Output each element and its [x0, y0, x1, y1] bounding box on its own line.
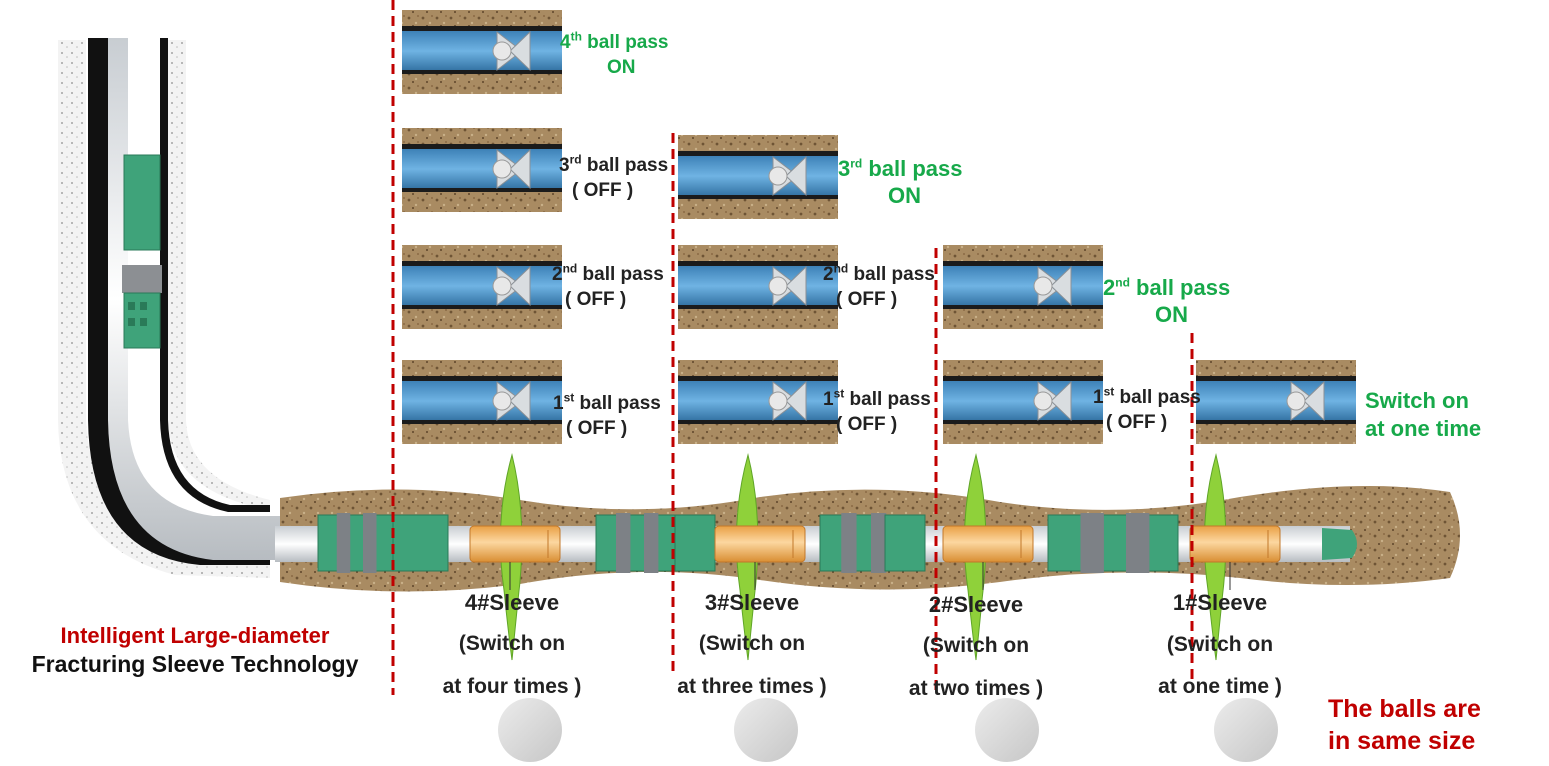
sleeve-switch-3-line1: (Switch on	[698, 632, 806, 655]
sleeve-switch-3-line2: at three times )	[677, 675, 827, 698]
title-line2: Fracturing Sleeve Technology	[31, 651, 359, 677]
sleeve-2	[942, 525, 1034, 590]
stage3-pass2-state: ( OFF )	[836, 289, 898, 310]
stage4-pass4-label: 4th ball pass	[560, 29, 669, 53]
ball-seat-panel-5	[678, 135, 838, 219]
sleeve-label-2: 2#Sleeve	[928, 592, 1024, 617]
ball-seat-panel-10	[1196, 360, 1356, 444]
ball-seat-panel-3	[402, 245, 562, 329]
sleeve-3	[714, 525, 806, 590]
balls	[498, 698, 1278, 762]
stage4-pass2-label: 2nd ball pass	[552, 261, 664, 285]
packers	[317, 513, 1179, 573]
stage3-pass1-label: 1st ball pass	[823, 386, 931, 410]
sleeve-switch-4-line2: at four times )	[442, 675, 582, 698]
ball-1	[498, 698, 562, 762]
vertical-wellbore	[58, 38, 288, 578]
note-line1: The balls are	[1328, 695, 1481, 723]
toe-cap	[1322, 528, 1357, 560]
stage4-pass4-state: ON	[607, 57, 636, 78]
sleeve-switch-1-line1: (Switch on	[1166, 633, 1274, 656]
sleeve-4	[469, 525, 561, 590]
packer-3b	[674, 514, 716, 572]
sleeve-switch-2-line2: at two times )	[908, 677, 1044, 700]
ball-2	[734, 698, 798, 762]
stage4-pass3-label: 3rd ball pass	[559, 152, 669, 176]
stage2-pass2-label: 2nd ball pass	[1103, 275, 1231, 300]
packer-2	[595, 513, 677, 573]
ball-seat-panel-2	[402, 128, 562, 212]
ball-seat-panel-9	[943, 360, 1103, 444]
stage1-switch-line1: Switch on	[1365, 388, 1469, 413]
sleeve-switch-1-line2: at one time )	[1158, 675, 1282, 698]
stage1-switch-line2: at one time	[1365, 416, 1482, 441]
stage3-pass1-state: ( OFF )	[836, 414, 898, 435]
ball-seat-panel-4	[402, 360, 562, 444]
stage2-pass1-label: 1st ball pass	[1093, 384, 1201, 408]
note-line2: in same size	[1328, 727, 1476, 755]
ball-seat-panel-1	[402, 10, 562, 94]
packer-4b	[392, 514, 449, 572]
stage4-pass2-state: ( OFF )	[565, 289, 627, 310]
stage3-pass2-label: 2nd ball pass	[823, 261, 935, 285]
stage2-pass1-state: ( OFF )	[1106, 412, 1168, 433]
ball-seat-panel-7	[678, 360, 838, 444]
sleeve-switch-2-line1: (Switch on	[922, 634, 1030, 657]
stage4-pass3-state: ( OFF )	[572, 180, 634, 201]
sleeve-switch-4-line1: (Switch on	[458, 632, 566, 655]
ball-4	[1214, 698, 1278, 762]
sleeve-label-3: 3#Sleeve	[704, 590, 800, 615]
sleeve-1	[1189, 525, 1281, 590]
stage3-pass3-label: 3rd ball pass	[838, 156, 963, 181]
packer-2b	[884, 514, 926, 572]
stage4-pass1-state: ( OFF )	[566, 418, 628, 439]
stage2-pass2-state: ON	[1155, 302, 1188, 327]
stage3-pass3-state: ON	[888, 183, 921, 208]
title-line1: Intelligent Large-diameter	[60, 623, 330, 648]
sleeves	[469, 525, 1281, 590]
ball-seat-panel-6	[678, 245, 838, 329]
ball-seat-panels	[402, 10, 1356, 444]
stage-dividers	[391, 0, 1194, 695]
sleeve-label-4: 4#Sleeve	[464, 590, 560, 615]
ball-seat-panel-8	[943, 245, 1103, 329]
packer-4	[1047, 513, 1179, 573]
packer-1	[317, 513, 394, 573]
sleeve-label-1: 1#Sleeve	[1172, 590, 1268, 615]
ball-3	[975, 698, 1039, 762]
stage4-pass1-label: 1st ball pass	[553, 390, 661, 414]
